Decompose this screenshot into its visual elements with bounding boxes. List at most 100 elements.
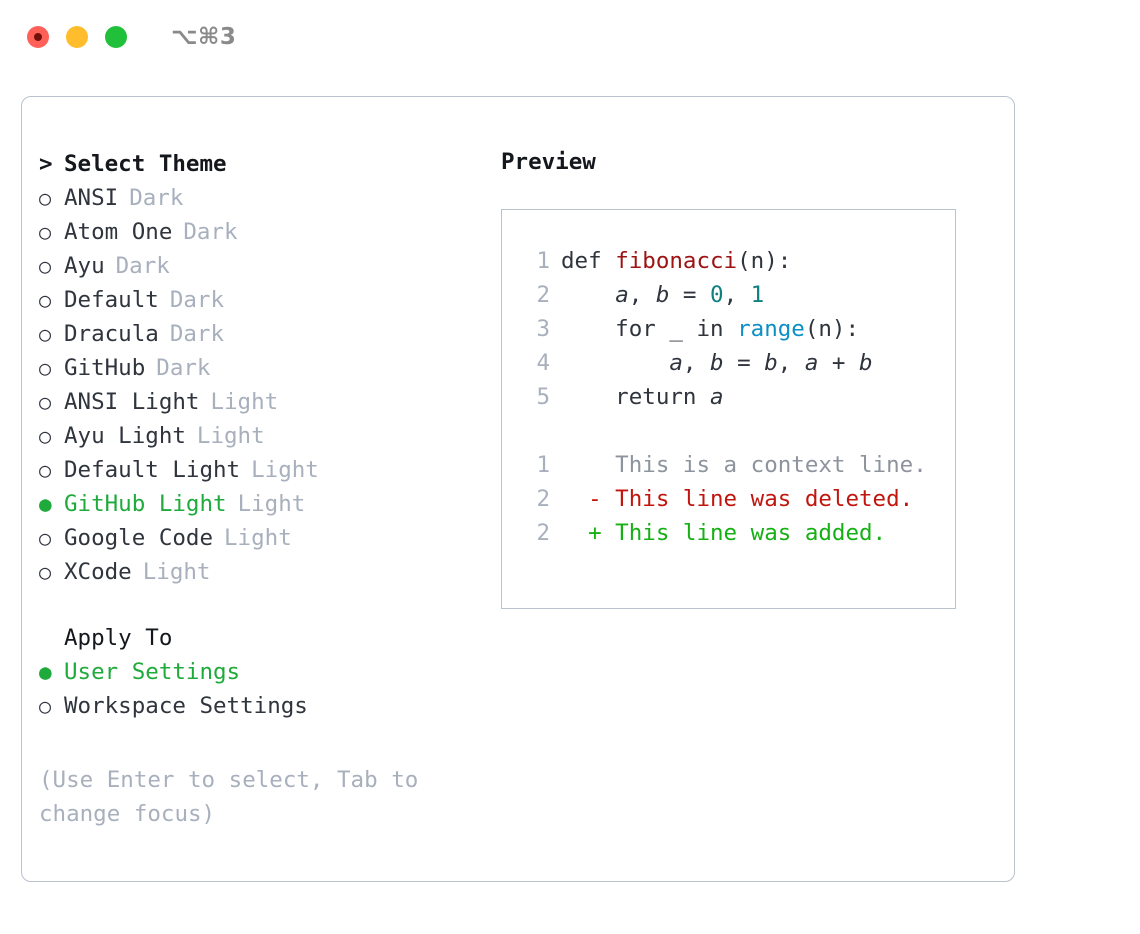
theme-category-badge: Dark: [183, 219, 238, 245]
radio-unselected-icon: ○: [39, 560, 52, 584]
apply-to-label: Workspace Settings: [64, 693, 308, 719]
maximize-window-button[interactable]: [105, 26, 127, 48]
diff-line-ctx: 1 This is a context line.: [520, 452, 955, 486]
theme-category-badge: Light: [210, 389, 279, 415]
radio-unselected-icon: ○: [39, 694, 52, 718]
radio-unselected-icon: ○: [39, 390, 52, 414]
theme-option-xcode[interactable]: ○ XCode Light: [39, 559, 499, 593]
theme-name: ANSI Light: [64, 389, 200, 415]
code-token-plain: [561, 350, 669, 376]
theme-name: GitHub Light: [64, 491, 227, 517]
select-theme-title: Select Theme: [64, 151, 227, 177]
code-token-num: 0: [710, 282, 724, 308]
theme-option-github[interactable]: ○ GitHub Dark: [39, 355, 499, 389]
code-line: 2 a, b = 0, 1: [520, 282, 955, 316]
code-token-var: a: [615, 282, 629, 308]
theme-name: GitHub: [64, 355, 146, 381]
spacer: [520, 418, 955, 452]
apply-to-title: Apply To: [64, 625, 173, 651]
theme-category-badge: Dark: [156, 355, 211, 381]
minimize-window-button[interactable]: [66, 26, 88, 48]
theme-category-badge: Light: [251, 457, 319, 483]
code-token-plain: +: [818, 350, 860, 376]
theme-category-badge: Dark: [169, 321, 225, 347]
radio-unselected-icon: ○: [39, 186, 52, 210]
line-number: 5: [536, 384, 550, 410]
theme-name: Google Code: [64, 525, 214, 551]
spacer: [39, 593, 499, 625]
code-token-plain: =: [723, 350, 765, 376]
apply-to-label: User Settings: [64, 659, 241, 685]
code-token-var: b: [710, 350, 724, 376]
theme-category-badge: Dark: [129, 185, 184, 211]
code-line: 4 a, b = b, a + b: [520, 350, 955, 384]
theme-name: Default Light: [64, 457, 241, 483]
theme-name: Dracula: [64, 321, 159, 347]
line-number: 1: [536, 452, 550, 478]
traffic-lights: [27, 26, 127, 48]
theme-option-github-light[interactable]: ● GitHub Light Light: [39, 491, 499, 525]
code-token-plain: (n):: [737, 248, 792, 274]
code-token-plain: return: [561, 384, 711, 410]
code-token-plain: def: [561, 248, 616, 274]
radio-selected-icon: ●: [39, 492, 52, 516]
code-token-fn: fibonacci: [615, 248, 738, 274]
theme-option-ansi-light[interactable]: ○ ANSI Light Light: [39, 389, 499, 423]
code-token-plain: ,: [682, 350, 711, 376]
theme-category-badge: Dark: [115, 253, 170, 279]
theme-name: ANSI: [64, 185, 119, 211]
radio-unselected-icon: ○: [39, 322, 52, 346]
code-token-plain: [561, 282, 615, 308]
code-text: a, b = b, a + b: [561, 350, 873, 376]
radio-unselected-icon: ○: [39, 220, 52, 244]
apply-to-header: Apply To: [39, 625, 499, 659]
code-text: a, b = 0, 1: [561, 282, 764, 308]
code-token-var: a: [710, 384, 724, 410]
theme-option-google-code[interactable]: ○ Google Code Light: [39, 525, 499, 559]
theme-option-default[interactable]: ○ Default Dark: [39, 287, 499, 321]
theme-option-dracula[interactable]: ○ Dracula Dark: [39, 321, 499, 355]
diff-text: + This line was added.: [561, 520, 887, 546]
code-token-var: b: [655, 282, 670, 308]
theme-option-ayu[interactable]: ○ Ayu Dark: [39, 253, 499, 287]
close-window-button[interactable]: [27, 26, 49, 48]
line-number: 2: [536, 282, 550, 308]
code-token-var: a: [804, 350, 819, 376]
radio-unselected-icon: ○: [39, 356, 52, 380]
code-token-var: a: [669, 350, 683, 376]
theme-category-badge: Light: [237, 491, 306, 517]
theme-category-badge: Dark: [169, 287, 225, 313]
radio-unselected-icon: ○: [39, 288, 52, 312]
code-token-var: b: [859, 350, 873, 376]
theme-option-default-light[interactable]: ○ Default Light Light: [39, 457, 499, 491]
apply-to-option-workspace-settings[interactable]: ○ Workspace Settings: [39, 693, 499, 727]
theme-name: XCode: [64, 559, 132, 585]
apply-to-option-user-settings[interactable]: ●User Settings: [39, 659, 499, 693]
theme-option-ansi[interactable]: ○ ANSI Dark: [39, 185, 499, 219]
prompt-marker-icon: >: [39, 151, 53, 177]
theme-name: Ayu: [64, 253, 105, 279]
code-line: 3 for _ in range(n):: [520, 316, 955, 350]
theme-name: Default: [64, 287, 159, 313]
keyboard-hint: (Use Enter to select, Tab to change focu…: [39, 767, 419, 827]
spacer: [39, 727, 499, 757]
radio-unselected-icon: ○: [39, 424, 52, 448]
radio-unselected-icon: ○: [39, 254, 52, 278]
diff-sample: 1 This is a context line. 2 - This line w…: [520, 452, 955, 554]
code-token-var: b: [764, 350, 778, 376]
preview-title: Preview: [501, 149, 596, 175]
theme-category-badge: Light: [142, 559, 211, 585]
diff-text: - This line was deleted.: [561, 486, 914, 512]
line-number: 2: [536, 520, 550, 546]
radio-unselected-icon: ○: [39, 526, 52, 550]
theme-category-badge: Light: [224, 525, 292, 551]
radio-unselected-icon: ○: [39, 458, 52, 482]
